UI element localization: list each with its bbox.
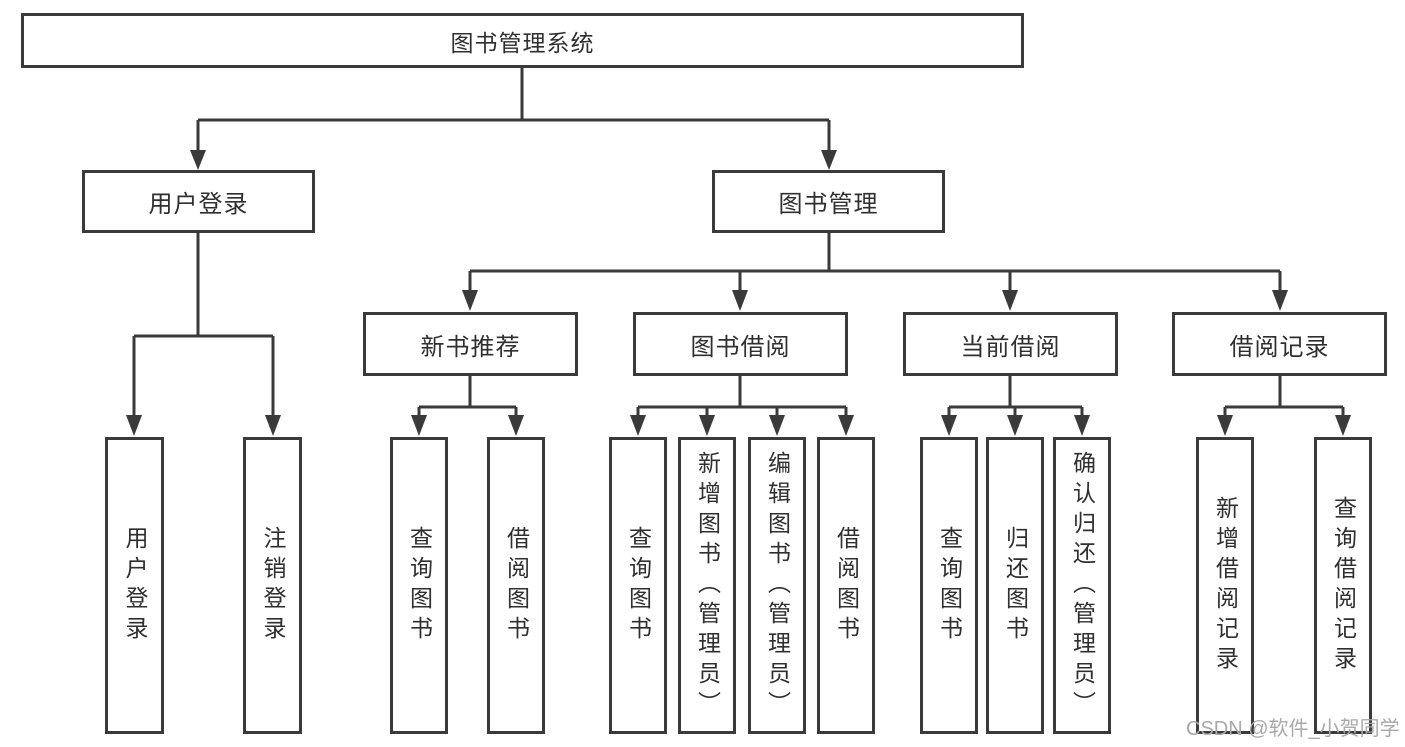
leaf-query-books-current-label: 查询图书 [936, 525, 963, 646]
leaf-query-books-current: 查询图书 [920, 437, 978, 734]
arrowhead [838, 415, 854, 436]
node-user-login-label: 用户登录 [148, 191, 249, 218]
node-book-borrowing: 图书借阅 [633, 312, 848, 376]
leaf-borrow-books-label: 借阅图书 [833, 525, 860, 646]
leaf-return-books-label: 归还图书 [1002, 525, 1029, 646]
node-current-borrowing: 当前借阅 [903, 312, 1118, 376]
connector-book-borrow-to-leaves [630, 376, 854, 436]
arrowhead [821, 150, 837, 170]
arrowhead [699, 415, 715, 436]
arrowhead [1074, 415, 1090, 436]
arrowhead [411, 415, 427, 436]
leaf-query-borrow-record: 查询借阅记录 [1314, 437, 1372, 734]
arrowhead [508, 415, 524, 436]
arrowhead [941, 415, 957, 436]
leaf-logout: 注销登录 [243, 437, 302, 734]
leaf-query-books-borrow: 查询图书 [609, 437, 667, 734]
node-current-borrowing-label: 当前借阅 [960, 333, 1061, 361]
leaf-logout-label: 注销登录 [260, 525, 286, 646]
leaf-add-books-admin: 新增图书（管理员） [678, 437, 736, 734]
leaf-query-books-recommend-label: 查询图书 [406, 525, 433, 646]
csdn-watermark: CSDN @软件_小贺同学 [1186, 718, 1400, 740]
node-library-system: 图书管理系统 [21, 13, 1024, 68]
arrowhead [1335, 415, 1351, 436]
arrowhead [769, 415, 785, 436]
leaf-borrow-books: 借阅图书 [817, 437, 875, 734]
node-borrowing-records-label: 借阅记录 [1229, 333, 1330, 361]
arrowhead [126, 415, 142, 436]
leaf-query-books-recommend: 查询图书 [390, 437, 448, 734]
arrowhead [1002, 290, 1018, 311]
leaf-return-books: 归还图书 [986, 437, 1044, 734]
leaf-user-login: 用户登录 [105, 437, 164, 734]
connector-new-book-to-leaves [411, 376, 524, 436]
arrowhead [462, 290, 478, 311]
arrowhead [1272, 290, 1288, 311]
leaf-add-borrow-record: 新增借阅记录 [1196, 437, 1254, 734]
leaf-user-login-label: 用户登录 [122, 525, 148, 646]
leaf-confirm-return-admin: 确认归还（管理员） [1053, 437, 1111, 734]
arrowhead [1217, 415, 1233, 436]
connector-book-mgmt-to-level3 [462, 233, 1288, 311]
node-new-book-recommend-label: 新书推荐 [420, 333, 521, 361]
arrowhead [265, 415, 281, 436]
leaf-add-books-admin-label: 新增图书（管理员） [694, 450, 721, 721]
leaf-edit-books-admin-label: 编辑图书（管理员） [764, 450, 791, 721]
leaf-add-borrow-record-label: 新增借阅记录 [1212, 495, 1239, 676]
node-library-system-label: 图书管理系统 [450, 29, 595, 56]
node-new-book-recommend: 新书推荐 [363, 312, 578, 376]
node-book-management: 图书管理 [712, 170, 945, 233]
leaf-query-borrow-record-label: 查询借阅记录 [1330, 495, 1357, 676]
connector-current-borrow-to-leaves [941, 376, 1090, 436]
arrowhead [630, 415, 646, 436]
node-book-borrowing-label: 图书借阅 [690, 333, 791, 361]
leaf-edit-books-admin: 编辑图书（管理员） [748, 437, 806, 734]
leaf-confirm-return-admin-label: 确认归还（管理员） [1069, 450, 1096, 721]
leaf-borrow-books-recommend: 借阅图书 [487, 437, 545, 734]
node-borrowing-records: 借阅记录 [1172, 312, 1387, 376]
leaf-borrow-books-recommend-label: 借阅图书 [503, 525, 530, 646]
connector-root-to-level2 [190, 68, 837, 170]
node-user-login: 用户登录 [82, 170, 315, 233]
connector-borrow-records-to-leaves [1217, 376, 1351, 436]
arrowhead [190, 150, 206, 170]
leaf-query-books-borrow-label: 查询图书 [625, 525, 652, 646]
arrowhead [1007, 415, 1023, 436]
node-book-management-label: 图书管理 [778, 191, 879, 218]
connector-user-login-to-leaves [126, 233, 281, 436]
arrowhead [732, 290, 748, 311]
